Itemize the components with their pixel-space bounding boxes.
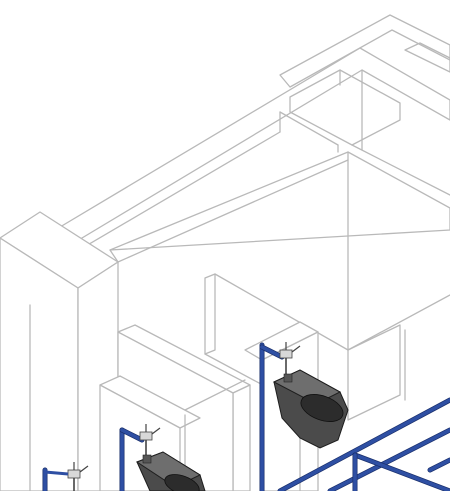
water-pipe-icon [42, 342, 450, 491]
restroom-walls [109, 151, 450, 421]
upper-walls [54, 14, 450, 261]
left-column [0, 211, 119, 491]
toilet-icon [135, 369, 349, 491]
